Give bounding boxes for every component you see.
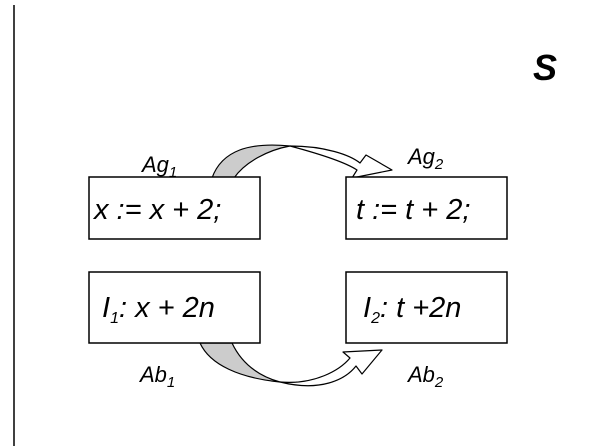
box-bottom-left-frame bbox=[88, 271, 261, 344]
box-bottom-right-text: I2: t +2n bbox=[363, 292, 461, 327]
top-right-label-sub: 2 bbox=[434, 156, 444, 173]
top-right-label-main: Ag bbox=[406, 144, 436, 169]
top-left-label-sub: 1 bbox=[169, 164, 177, 181]
bottom-left-label-main: Ab bbox=[138, 362, 167, 387]
box-top-left-frame bbox=[88, 176, 261, 240]
bottom-right-label-sub: 2 bbox=[434, 374, 444, 391]
box-top-right-frame bbox=[345, 176, 508, 240]
box-bottom-right-main: I bbox=[363, 292, 371, 324]
box-bottom-right-frame bbox=[345, 271, 508, 344]
top-arrow-shaded-part bbox=[211, 144, 291, 179]
top-arrow-plain-part bbox=[289, 145, 393, 179]
top-left-label: Ag1 bbox=[140, 152, 177, 181]
top-transfer-arrow bbox=[211, 144, 393, 179]
top-right-label: Ag2 bbox=[406, 144, 444, 173]
bottom-arrow-shaded-part bbox=[199, 342, 281, 383]
bottom-right-label: Ab2 bbox=[406, 362, 444, 391]
heading-label: S bbox=[533, 47, 557, 88]
box-bottom-right-sub: 2 bbox=[370, 310, 380, 327]
box-bottom-left-rest: : x + 2n bbox=[119, 292, 215, 324]
box-top-right-text: t := t + 2; bbox=[356, 194, 470, 226]
bottom-arrow-plain-part bbox=[279, 349, 383, 387]
box-bottom-left-text: I1: x + 2n bbox=[102, 292, 215, 327]
bottom-right-label-main: Ab bbox=[406, 362, 435, 387]
bottom-transfer-arrow bbox=[199, 342, 383, 387]
box-bottom-right-rest: : t +2n bbox=[380, 292, 461, 324]
top-left-label-main: Ag bbox=[140, 152, 170, 177]
box-bottom-left-main: I bbox=[102, 292, 110, 324]
bottom-left-label: Ab1 bbox=[138, 362, 175, 391]
bottom-left-label-sub: 1 bbox=[167, 374, 175, 391]
box-top-left-text: x := x + 2; bbox=[92, 194, 221, 226]
box-bottom-left-sub: 1 bbox=[110, 310, 119, 327]
